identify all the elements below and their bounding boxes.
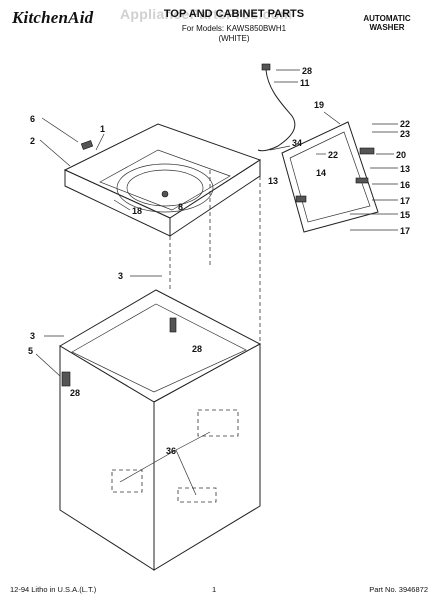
console-panel: [281, 121, 379, 233]
hinge-part: [80, 140, 94, 150]
wire-harness: [257, 69, 296, 152]
callout-13-left: 13: [268, 176, 278, 186]
footer-part-number: Part No. 3946872: [369, 585, 428, 594]
callout-16: 16: [400, 180, 410, 190]
callout-11: 11: [300, 78, 310, 88]
footer-page-number: 1: [212, 585, 217, 594]
callout-3-lower: 3: [30, 331, 35, 341]
timer-part: [295, 195, 307, 203]
callout-23: 23: [400, 129, 410, 139]
callout-22-right: 22: [400, 119, 410, 129]
callout-18: 18: [132, 206, 142, 216]
model-line: For Models: KAWS850BWH1: [181, 24, 287, 33]
cabinet: [59, 289, 262, 571]
callout-8: 8: [178, 202, 183, 212]
callout-34: 34: [292, 138, 302, 148]
switch-part: [355, 177, 369, 184]
callout-3-upper: 3: [118, 271, 123, 281]
top-panel: [63, 123, 262, 237]
callout-28-cabinet: 28: [192, 344, 202, 354]
product-type: AUTOMATIC WASHER: [352, 14, 422, 32]
callout-28-side: 28: [70, 388, 80, 398]
diagram-title: TOP AND CABINET PARTS: [163, 8, 305, 20]
callout-14: 14: [316, 168, 326, 178]
cabinet-spring: [169, 317, 177, 333]
callout-2: 2: [30, 136, 35, 146]
cabinet-clip: [61, 371, 71, 387]
callout-20: 20: [396, 150, 406, 160]
product-type-line1: AUTOMATIC: [363, 14, 411, 23]
knob-part: [359, 147, 375, 155]
watermark: AppliancePartsPros.com: [120, 6, 293, 22]
brand-logo: KitchenAid: [12, 8, 94, 27]
callout-36: 36: [166, 446, 176, 456]
callout-28-top: 28: [302, 66, 312, 76]
callout-19: 19: [314, 100, 324, 110]
leader-lines: [35, 69, 398, 496]
color-line: (WHITE): [218, 34, 250, 43]
callout-22-mid: 22: [328, 150, 338, 160]
callout-1: 1: [100, 124, 105, 134]
harness-plug: [261, 63, 271, 71]
callout-15: 15: [400, 210, 410, 220]
callout-13-right: 13: [400, 164, 410, 174]
footer-litho: 12-94 Litho in U.S.A.(L.T.): [10, 585, 97, 594]
callout-17-upper: 17: [400, 196, 410, 206]
callout-17-lower: 17: [400, 226, 410, 236]
product-type-line2: WASHER: [369, 23, 405, 32]
callout-numbers: 28 11 19 22 23 20 13 16 17 15 17 14 22 1…: [28, 66, 410, 456]
screw-part-8: [161, 190, 169, 198]
callout-5: 5: [28, 346, 33, 356]
callout-6: 6: [30, 114, 35, 124]
